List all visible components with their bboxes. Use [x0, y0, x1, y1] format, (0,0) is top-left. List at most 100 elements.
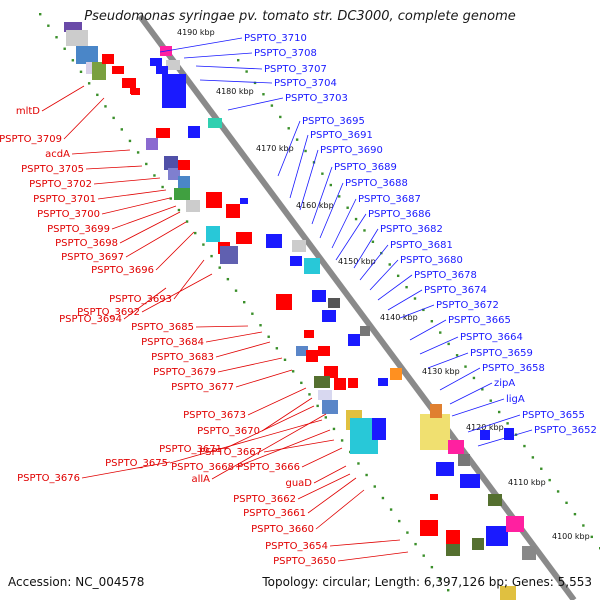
gene-label-forward[interactable]: PSPTO_3691 — [310, 130, 373, 141]
gene-label-reverse[interactable]: mltD — [16, 106, 40, 117]
gene-label-reverse[interactable]: PSPTO_3654 — [265, 541, 328, 552]
tick-dot — [136, 151, 140, 154]
label-leader-line — [263, 439, 335, 453]
gene-label-forward[interactable]: PSPTO_3682 — [380, 224, 443, 235]
label-leader-line — [451, 398, 505, 417]
gene-label-reverse[interactable]: PSPTO_3693 — [109, 294, 172, 305]
tick-dot — [489, 399, 492, 402]
gene-label-reverse[interactable]: PSPTO_3700 — [37, 209, 100, 220]
gene-label-reverse[interactable]: PSPTO_3673 — [183, 410, 246, 421]
gene-label-reverse[interactable]: PSPTO_3699 — [47, 224, 110, 235]
gene-label-reverse[interactable]: PSPTO_3675 — [105, 458, 168, 469]
gene-label-forward[interactable]: PSPTO_3664 — [460, 332, 523, 343]
label-leader-line — [261, 397, 313, 432]
gene-label-reverse[interactable]: PSPTO_3696 — [91, 265, 154, 276]
tick-dot — [540, 467, 543, 470]
label-leader-line — [477, 429, 533, 447]
label-leader-line — [419, 336, 459, 355]
gene-label-reverse[interactable]: PSPTO_3692 — [77, 307, 140, 318]
label-leader-line — [81, 461, 171, 479]
gene-label-reverse[interactable]: PSPTO_3683 — [151, 352, 214, 363]
label-leader-line — [223, 405, 315, 450]
gene-label-forward[interactable]: PSPTO_3658 — [482, 363, 545, 374]
gene-label-forward[interactable]: ligA — [506, 394, 525, 405]
tick-dot — [365, 473, 368, 477]
gene-label-forward[interactable]: zipA — [494, 378, 515, 389]
gene-label-forward[interactable]: PSPTO_3665 — [448, 315, 511, 326]
gene-label-forward[interactable]: PSPTO_3655 — [522, 410, 585, 421]
gene-label-forward[interactable]: PSPTO_3678 — [414, 270, 477, 281]
gene-label-forward[interactable]: PSPTO_3686 — [368, 209, 431, 220]
gene-label-forward[interactable]: PSPTO_3707 — [264, 64, 327, 75]
gene-feature — [488, 494, 502, 506]
tick-dot — [321, 172, 324, 175]
gene-label-forward[interactable]: PSPTO_3672 — [436, 300, 499, 311]
gene-label-reverse[interactable]: PSPTO_3694 — [59, 314, 122, 325]
label-leader-line — [301, 447, 343, 468]
gene-label-reverse[interactable]: PSPTO_3666 — [237, 462, 300, 473]
gene-feature — [312, 290, 326, 302]
label-leader-line — [235, 369, 293, 388]
label-leader-line — [387, 289, 423, 311]
gene-feature — [122, 78, 136, 88]
gene-label-reverse[interactable]: PSPTO_3705 — [21, 164, 84, 175]
gene-feature — [66, 30, 88, 46]
gene-feature — [226, 204, 240, 218]
reverse-gene-labels: mltDPSPTO_3709acdAPSPTO_3705PSPTO_3702PS… — [0, 85, 409, 567]
label-leader-line — [159, 37, 243, 53]
label-leader-line — [247, 387, 307, 416]
gene-label-reverse[interactable]: PSPTO_3709 — [0, 134, 62, 145]
gene-label-forward[interactable]: PSPTO_3681 — [390, 240, 453, 251]
label-leader-line — [101, 197, 171, 215]
gene-label-reverse[interactable]: acdA — [45, 149, 70, 160]
gene-label-reverse[interactable]: PSPTO_3701 — [33, 194, 96, 205]
gene-feature — [436, 462, 454, 476]
gene-feature — [174, 188, 190, 200]
label-leader-line — [97, 189, 167, 200]
gene-label-forward[interactable]: PSPTO_3710 — [244, 33, 307, 44]
gene-label-reverse[interactable]: PSPTO_3661 — [243, 508, 306, 519]
gene-label-reverse[interactable]: allA — [191, 474, 210, 485]
gene-label-forward[interactable]: PSPTO_3680 — [400, 255, 463, 266]
tick-dot — [304, 149, 307, 153]
gene-label-reverse[interactable]: PSPTO_3702 — [29, 179, 92, 190]
gene-label-reverse[interactable]: PSPTO_3684 — [141, 337, 204, 348]
tick-dot — [381, 496, 385, 500]
gene-label-reverse[interactable]: PSPTO_3662 — [233, 494, 296, 505]
label-leader-line — [111, 205, 177, 230]
tick-dot — [245, 70, 248, 73]
tick-dot — [556, 490, 560, 493]
label-leader-line — [399, 304, 435, 319]
gene-label-reverse[interactable]: PSPTO_3679 — [153, 367, 216, 378]
gene-label-reverse[interactable]: PSPTO_3697 — [61, 252, 124, 263]
gene-label-forward[interactable]: PSPTO_3704 — [274, 78, 337, 89]
gene-label-forward[interactable]: PSPTO_3687 — [358, 194, 421, 205]
gene-label-reverse[interactable]: PSPTO_3677 — [171, 382, 234, 393]
gene-label-reverse[interactable]: PSPTO_3685 — [131, 322, 194, 333]
gene-feature — [92, 62, 106, 80]
gene-label-reverse[interactable]: PSPTO_3670 — [197, 426, 260, 437]
tick-dot — [259, 324, 262, 327]
gene-label-reverse[interactable]: PSPTO_3667 — [199, 447, 262, 458]
gene-label-forward[interactable]: PSPTO_3652 — [534, 425, 597, 436]
gene-label-reverse[interactable]: guaD — [285, 478, 312, 489]
tick-dot — [464, 365, 467, 368]
gene-label-forward[interactable]: PSPTO_3689 — [334, 162, 397, 173]
gene-label-reverse[interactable]: PSPTO_3668 — [171, 462, 234, 473]
gene-label-forward[interactable]: PSPTO_3659 — [470, 348, 533, 359]
gene-label-forward[interactable]: PSPTO_3688 — [345, 178, 408, 189]
gene-label-forward[interactable]: PSPTO_3690 — [320, 145, 383, 156]
gene-label-reverse[interactable]: PSPTO_3650 — [273, 556, 336, 567]
gene-label-reverse[interactable]: PSPTO_3698 — [55, 238, 118, 249]
gene-label-forward[interactable]: PSPTO_3708 — [254, 48, 317, 59]
gene-label-forward[interactable]: PSPTO_3674 — [424, 285, 487, 296]
kbp-tick-label: 4140 kbp — [380, 313, 418, 322]
gene-label-reverse[interactable]: PSPTO_3671 — [159, 444, 222, 455]
gene-feature — [156, 66, 168, 74]
gene-label-forward[interactable]: PSPTO_3703 — [285, 93, 348, 104]
gene-label-reverse[interactable]: PSPTO_3676 — [17, 473, 80, 484]
label-leader-line — [439, 367, 481, 391]
gene-label-forward[interactable]: PSPTO_3695 — [302, 116, 365, 127]
label-leader-line — [377, 274, 413, 301]
gene-label-reverse[interactable]: PSPTO_3660 — [251, 524, 314, 535]
